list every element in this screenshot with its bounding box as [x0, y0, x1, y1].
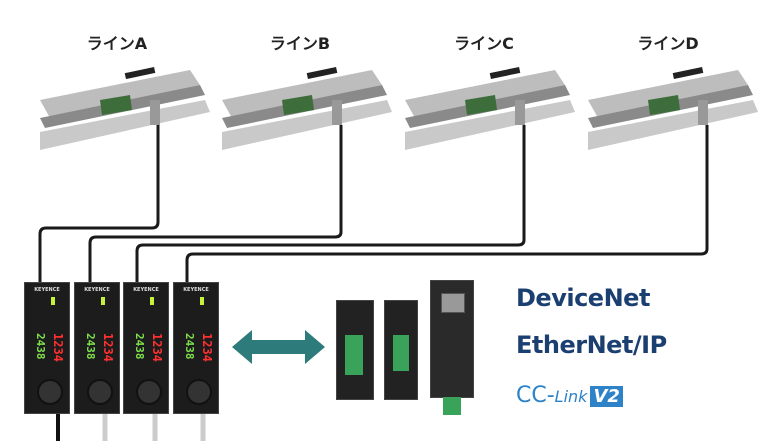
brand-label: KEYENCE [84, 287, 110, 293]
cclink-v2-badge: V2 [590, 386, 623, 407]
conveyor-line-b [222, 66, 392, 150]
ethernetip-logo: EtherNet/IP [516, 331, 667, 359]
control-dial [136, 379, 162, 405]
red-display: 1234 [51, 333, 65, 362]
devicenet-logo: DeviceNet [516, 284, 650, 312]
ethernet-port [441, 293, 465, 313]
red-display: 1234 [150, 333, 164, 362]
cclink-cc: CC- [516, 383, 555, 408]
conveyor-line-a [40, 66, 210, 150]
control-dial [87, 379, 113, 405]
green-display: 2438 [133, 333, 146, 360]
terminal-block [345, 335, 363, 375]
conveyor-line-d [588, 66, 758, 150]
conveyor-line-c [405, 66, 575, 150]
amplifier-unit: KEYENCE 2438 1234 [74, 282, 120, 414]
indicator-led [150, 297, 154, 305]
cclink-link: Link [554, 387, 588, 406]
control-dial [186, 379, 212, 405]
red-display: 1234 [200, 333, 214, 362]
terminal-block [393, 335, 409, 371]
line-a-label: ラインA [86, 34, 148, 53]
amplifier-unit: KEYENCE 2438 1234 [123, 282, 169, 414]
bidirectional-arrow [232, 330, 325, 364]
indicator-led [200, 297, 204, 305]
green-display: 2438 [84, 333, 97, 360]
brand-label: KEYENCE [133, 287, 159, 293]
terminal-block [443, 397, 461, 415]
line-d-label: ラインD [637, 34, 699, 53]
indicator-led [51, 297, 55, 305]
network-unit-2 [384, 300, 418, 400]
green-display: 2438 [183, 333, 196, 360]
brand-label: KEYENCE [34, 287, 60, 293]
cable-line-c [135, 125, 526, 282]
amplifier-unit: KEYENCE 2438 1234 [24, 282, 70, 414]
cable-line-b [88, 125, 343, 282]
red-display: 1234 [101, 333, 115, 362]
network-unit-3 [430, 280, 474, 415]
cable-line-d [185, 125, 709, 282]
indicator-led [101, 297, 105, 305]
cable-line-a [38, 125, 160, 282]
control-dial [37, 379, 63, 405]
amplifier-unit: KEYENCE 2438 1234 [173, 282, 219, 414]
brand-label: KEYENCE [183, 287, 209, 293]
network-unit-1 [336, 300, 374, 400]
line-c-label: ラインC [454, 34, 514, 53]
line-b-label: ラインB [269, 34, 331, 53]
green-display: 2438 [34, 333, 47, 360]
